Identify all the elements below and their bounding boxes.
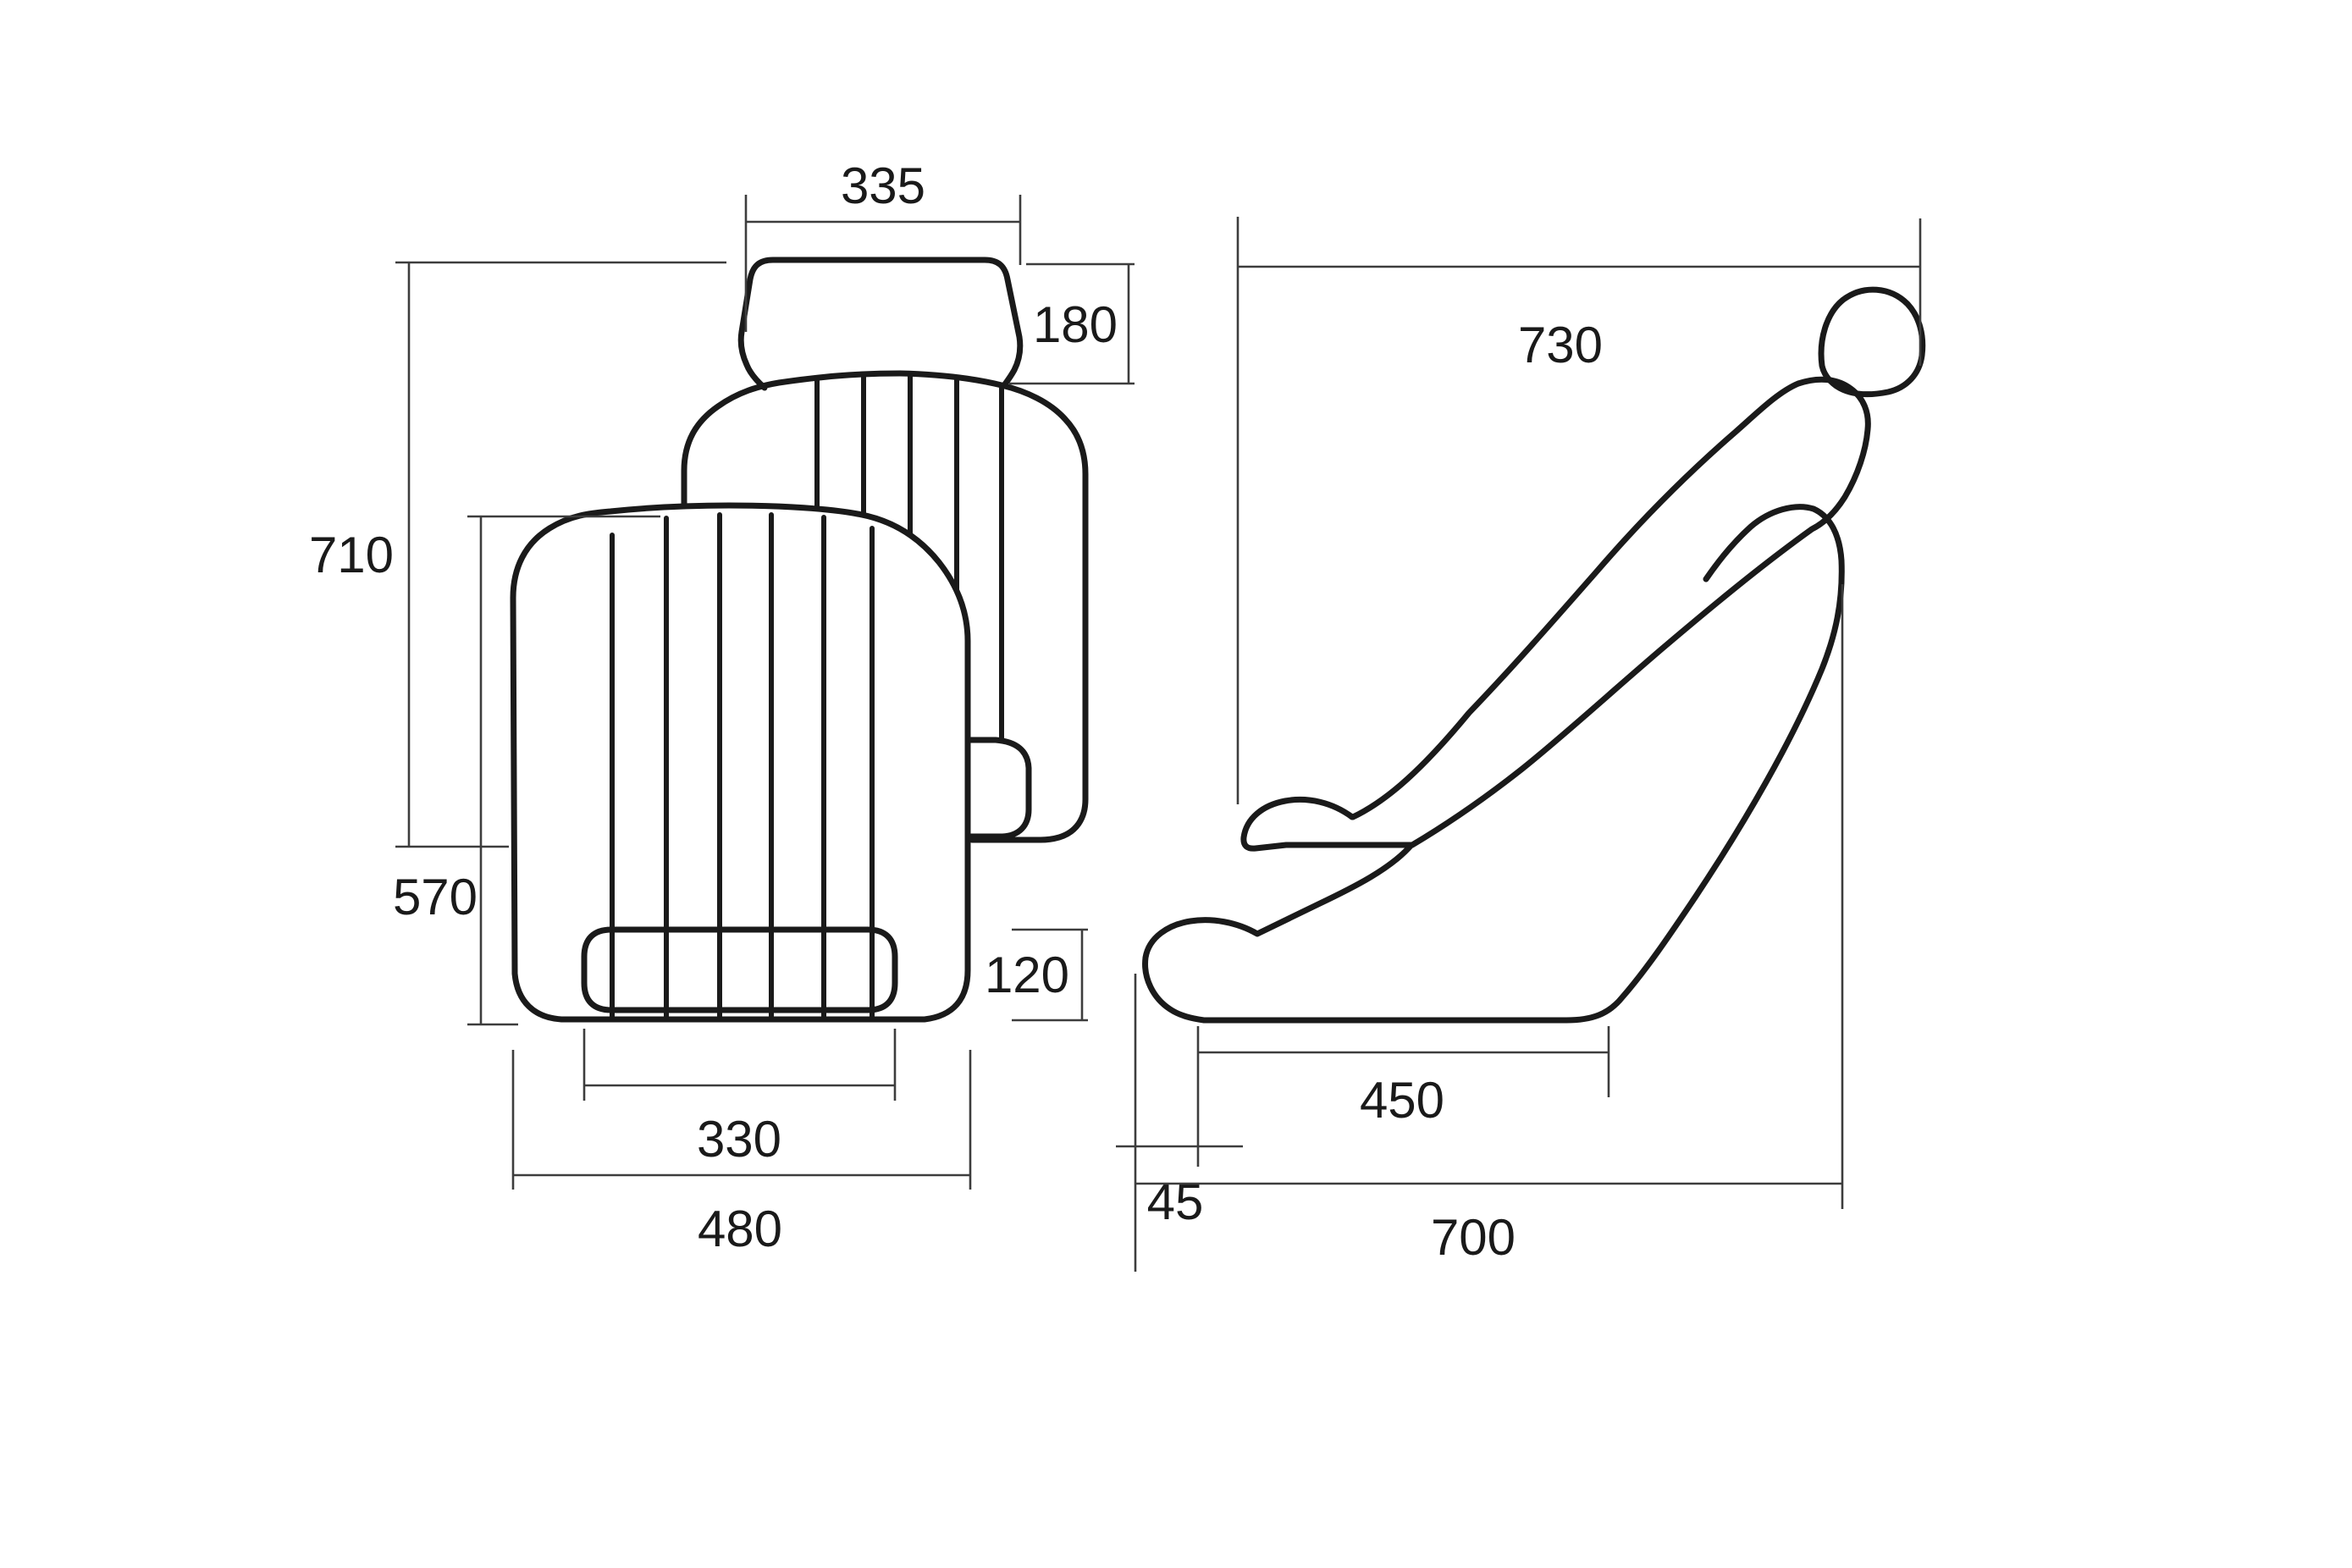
dim-headrest-height: 180 — [1009, 262, 1135, 385]
rear-seat-outline — [681, 370, 1089, 843]
dim-overall-height: 710 — [309, 261, 726, 848]
dim-cushion-height: 120 — [985, 928, 1088, 1022]
dim-label-730: 730 — [1518, 317, 1603, 373]
dim-backrest-height: 570 — [393, 515, 660, 1026]
dim-label-335: 335 — [841, 157, 925, 214]
dim-seat-width: 480 — [511, 1050, 972, 1257]
dim-label-450: 450 — [1360, 1072, 1444, 1129]
dim-label-330: 330 — [697, 1111, 781, 1168]
headrest-side-outline — [1818, 286, 1926, 398]
rear-seat — [681, 370, 1089, 843]
dim-seat-depth: 450 — [1196, 1026, 1610, 1167]
front-seat — [510, 502, 971, 1023]
dim-label-710: 710 — [309, 527, 394, 583]
dim-label-45: 45 — [1147, 1173, 1204, 1230]
front-view: 335 180 710 570 120 — [309, 157, 1135, 1257]
dim-cushion-inner-width: 330 — [582, 1029, 897, 1168]
dim-overall-depth: 700 — [1134, 584, 1844, 1272]
dim-label-480: 480 — [698, 1201, 782, 1257]
dim-label-180: 180 — [1033, 296, 1118, 353]
dim-headrest-width: 335 — [744, 157, 1022, 332]
dim-side-overall-height: 730 — [1236, 217, 1922, 804]
dim-label-570: 570 — [393, 869, 478, 925]
headrest-front-outline — [737, 257, 1024, 391]
seat-cushion-inset — [581, 926, 898, 1013]
side-shell-outline — [1142, 504, 1845, 1024]
rear-cushion-inset — [809, 737, 1032, 840]
dim-label-120: 120 — [985, 947, 1069, 1003]
dim-label-700: 700 — [1431, 1209, 1516, 1266]
side-backrest-band — [1350, 376, 1871, 848]
front-seat-fill — [513, 505, 968, 1019]
side-view: 730 450 45 700 — [1116, 217, 1926, 1272]
